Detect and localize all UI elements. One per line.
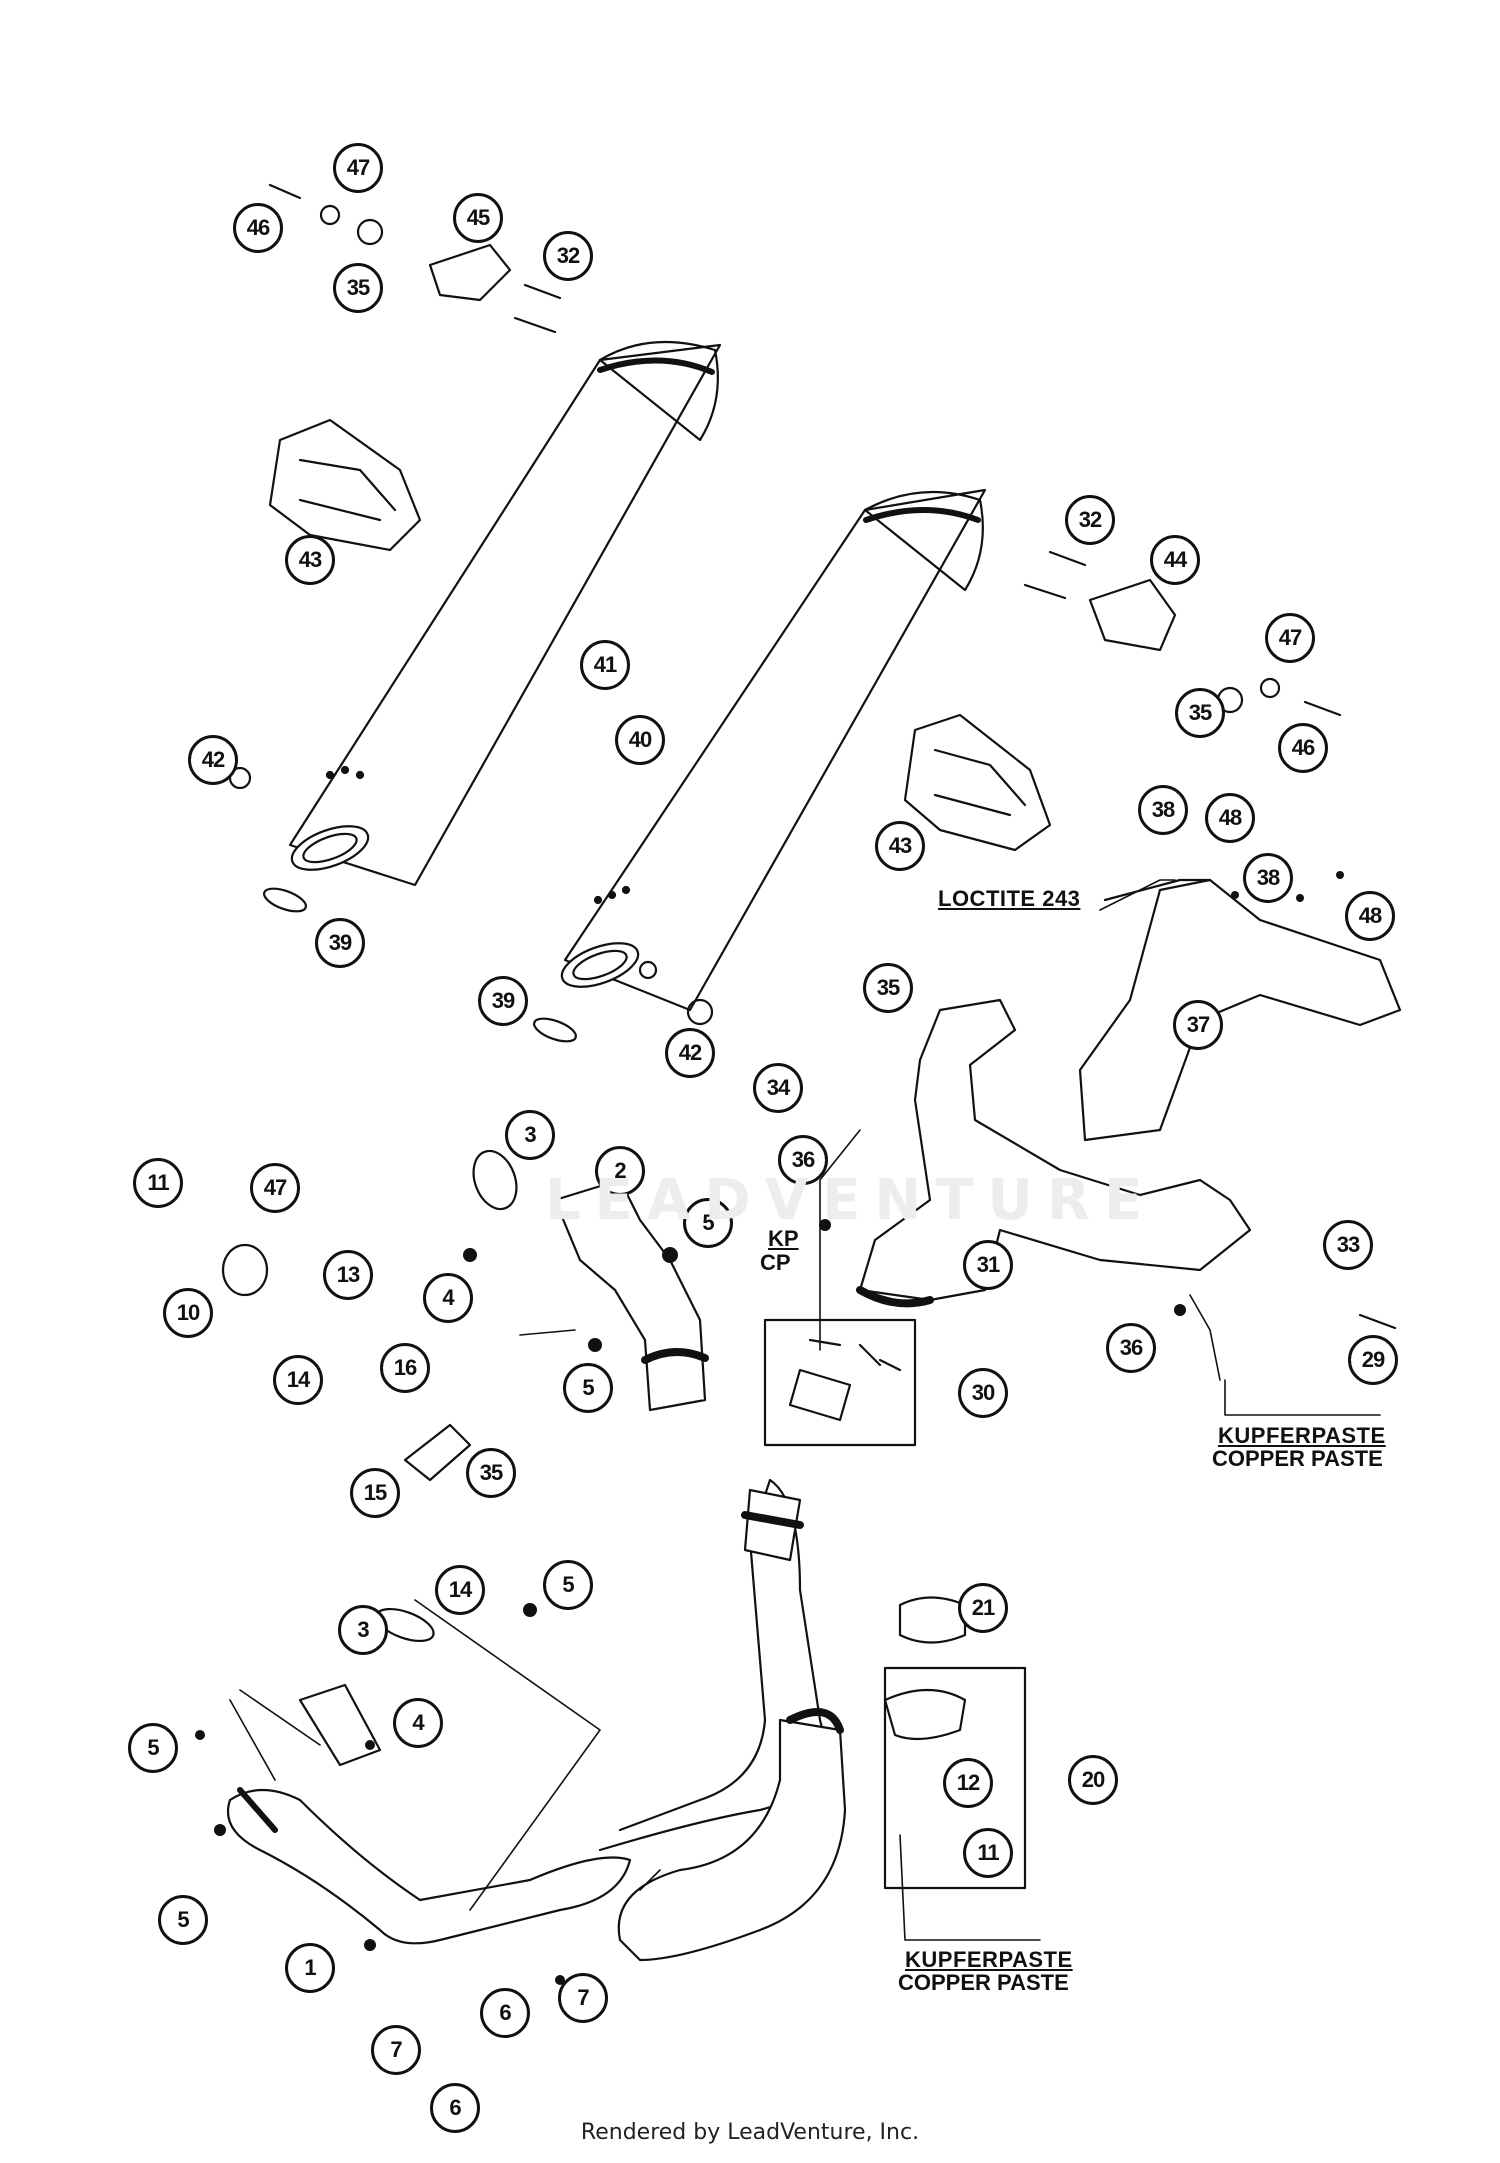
callout-21: 21: [958, 1583, 1008, 1633]
callout-48: 48: [1205, 793, 1255, 843]
callout-5-e: 5: [158, 1895, 208, 1945]
callout-42-right: 42: [665, 1028, 715, 1078]
callout-47-left: 47: [250, 1163, 300, 1213]
bracket-43-left-shape: [268, 418, 422, 552]
callout-43-left: 43: [285, 535, 335, 585]
callout-46: 46: [233, 203, 283, 253]
bracket-43-right-shape: [903, 713, 1052, 852]
note-kupferpaste-right: KUPFERPASTE: [1218, 1423, 1386, 1448]
note-loctite-243: LOCTITE 243: [938, 886, 1081, 911]
callout-45: 45: [453, 193, 503, 243]
callout-12: 12: [943, 1758, 993, 1808]
callout-42-left: 42: [188, 735, 238, 785]
clamp-44-shape: [1088, 578, 1177, 652]
bracket-37-shape: [1078, 878, 1402, 1142]
callout-32: 32: [543, 231, 593, 281]
callout-47-right: 47: [1265, 613, 1315, 663]
callout-40: 40: [615, 715, 665, 765]
callout-31: 31: [963, 1240, 1013, 1290]
callout-29: 29: [1348, 1335, 1398, 1385]
callout-5-b: 5: [563, 1363, 613, 1413]
callout-3-top: 3: [505, 1110, 555, 1160]
callout-47: 47: [333, 143, 383, 193]
callout-37: 37: [1173, 1000, 1223, 1050]
callout-11-top: 11: [133, 1158, 183, 1208]
note-copper-paste-right: COPPER PASTE: [1212, 1446, 1383, 1471]
callout-10: 10: [163, 1288, 213, 1338]
callout-5-a: 5: [683, 1198, 733, 1248]
callout-7-low: 7: [371, 2025, 421, 2075]
kit-box-30: [763, 1318, 917, 1447]
callout-7-mid: 7: [558, 1973, 608, 2023]
callout-30: 30: [958, 1368, 1008, 1418]
watermark: LEADVENTURE: [545, 1168, 1157, 1233]
callout-48-b: 48: [1345, 891, 1395, 941]
callout-11-low: 11: [963, 1828, 1013, 1878]
callout-39-left: 39: [315, 918, 365, 968]
callout-13: 13: [323, 1250, 373, 1300]
note-kp: KP: [768, 1226, 799, 1251]
kit-box-20: [883, 1666, 1027, 1890]
header-pipe-1-shape: [226, 1478, 847, 1962]
callout-1: 1: [285, 1943, 335, 1993]
callout-14-top: 14: [273, 1355, 323, 1405]
footer-credit: Rendered by LeadVenture, Inc.: [580, 2120, 920, 2145]
callout-35-mid: 35: [863, 963, 913, 1013]
note-kupferpaste-low: KUPFERPASTE: [905, 1947, 1073, 1972]
callout-14-low: 14: [435, 1565, 485, 1615]
muffler-40-shape: [560, 488, 987, 1012]
callout-46-right: 46: [1278, 723, 1328, 773]
callout-43-right: 43: [875, 821, 925, 871]
callout-36-right: 36: [1106, 1323, 1156, 1373]
callout-34: 34: [753, 1063, 803, 1113]
y-pipe-31-shape: [858, 998, 1252, 1302]
note-copper-paste-low: COPPER PASTE: [898, 1970, 1069, 1995]
callout-41: 41: [580, 640, 630, 690]
callout-4-low: 4: [393, 1698, 443, 1748]
callout-38: 38: [1138, 785, 1188, 835]
callout-33: 33: [1323, 1220, 1373, 1270]
callout-39-right: 39: [478, 976, 528, 1026]
note-cp: CP: [760, 1250, 791, 1275]
callout-5-d: 5: [128, 1723, 178, 1773]
muffler-41-shape: [288, 340, 722, 887]
callout-4-top: 4: [423, 1273, 473, 1323]
callout-6-low: 6: [430, 2083, 480, 2133]
callout-35: 35: [333, 263, 383, 313]
callout-6-mid: 6: [480, 1988, 530, 2038]
callout-36: 36: [778, 1135, 828, 1185]
clamp-45-shape: [428, 243, 512, 302]
callout-44: 44: [1150, 535, 1200, 585]
callout-5-c: 5: [543, 1560, 593, 1610]
callout-20: 20: [1068, 1755, 1118, 1805]
callout-32-right: 32: [1065, 495, 1115, 545]
callout-16: 16: [380, 1343, 430, 1393]
callout-35-right: 35: [1175, 688, 1225, 738]
callout-3-low: 3: [338, 1605, 388, 1655]
callout-38-b: 38: [1243, 853, 1293, 903]
callout-35-low: 35: [466, 1448, 516, 1498]
callout-15: 15: [350, 1468, 400, 1518]
callout-2: 2: [595, 1146, 645, 1196]
